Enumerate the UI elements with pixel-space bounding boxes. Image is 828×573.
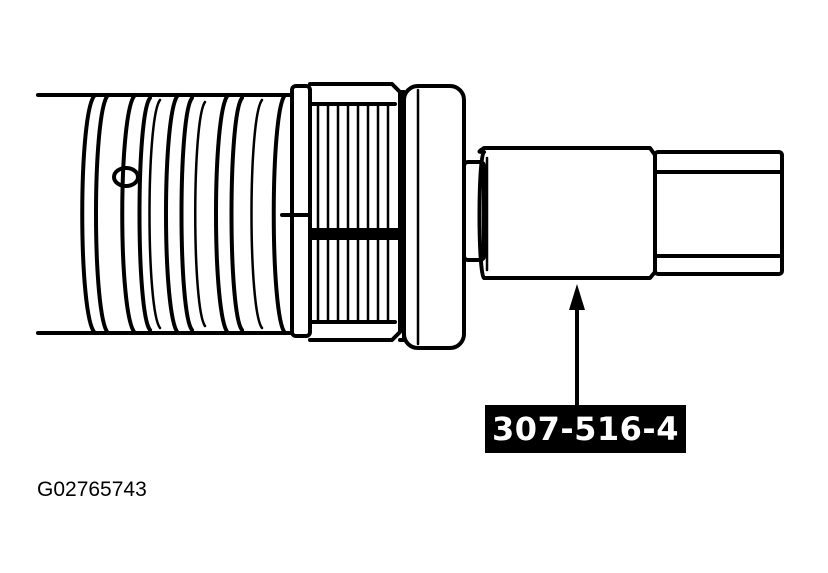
oil-hole — [112, 166, 140, 188]
shaft-body — [36, 93, 97, 335]
callout-arrow — [569, 284, 585, 407]
special-tool — [462, 146, 784, 280]
flange-collar — [398, 84, 466, 350]
tool-number-text: 307-516-4 — [492, 410, 679, 448]
shaft-rings — [80, 93, 292, 335]
splined-gear — [280, 82, 402, 342]
figure-id: G02765743 — [37, 478, 147, 501]
tool-number-label: 307-516-4 — [485, 405, 686, 453]
